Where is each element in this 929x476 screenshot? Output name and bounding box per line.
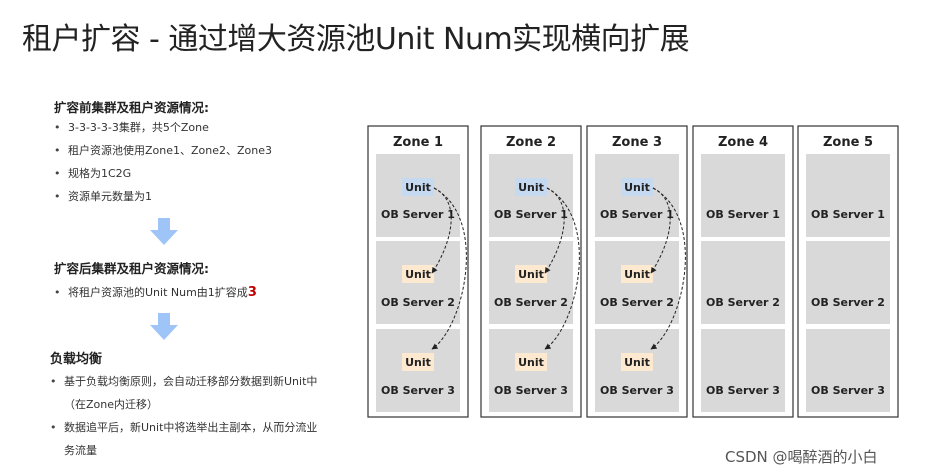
ob-server-box: [701, 241, 785, 324]
after-bullet-text: 将租户资源池的Unit Num由1扩容成: [68, 286, 248, 299]
new-unit-box: [402, 353, 434, 371]
original-unit-box: [515, 178, 547, 196]
unit-label: Unit: [624, 356, 650, 369]
before-bullet-1: 3-3-3-3-3集群，共5个Zone: [54, 116, 272, 139]
new-unit-box: [515, 353, 547, 371]
migration-arrow: [544, 187, 565, 274]
unit-label: Unit: [405, 356, 431, 369]
zone-title: Zone 3: [612, 135, 662, 150]
zone-5: Zone 5 OB Server 1 OB Server 2 OB Server 3: [797, 125, 899, 418]
watermark: CSDN @喝醉酒的小白: [725, 448, 878, 466]
after-bullets: 将租户资源池的Unit Num由1扩容成3: [54, 281, 257, 304]
page-title: 租户扩容 - 通过增大资源池Unit Num实现横向扩展: [22, 22, 690, 57]
ob-server-label: OB Server 2: [494, 296, 568, 309]
after-heading: 扩容后集群及租户资源情况:: [54, 261, 209, 276]
balance-bullet-1: 基于负载均衡原则，会自动迁移部分数据到新Unit中（在Zone内迁移）: [50, 370, 326, 416]
before-bullet-2: 租户资源池使用Zone1、Zone2、Zone3: [54, 139, 272, 162]
down-arrow-icon: [150, 313, 178, 340]
migration-arrow: [650, 187, 686, 350]
unit-label: Unit: [518, 356, 544, 369]
zone-title: Zone 1: [393, 135, 443, 150]
ob-server-label: OB Server 3: [706, 384, 780, 397]
migration-arrow: [431, 187, 467, 350]
new-unit-box: [621, 265, 653, 283]
ob-server-label: OB Server 2: [706, 296, 780, 309]
ob-server-box: [806, 329, 890, 412]
ob-server-label: OB Server 2: [811, 296, 885, 309]
ob-server-label: OB Server 1: [494, 208, 568, 221]
unit-label: Unit: [518, 181, 544, 194]
unit-label: Unit: [624, 181, 650, 194]
zone-4: Zone 4 OB Server 1 OB Server 2 OB Server 3: [692, 125, 794, 418]
ob-server-label: OB Server 2: [600, 296, 674, 309]
balance-bullets: 基于负载均衡原则，会自动迁移部分数据到新Unit中（在Zone内迁移） 数据追平…: [50, 370, 326, 462]
zone-title: Zone 5: [823, 135, 873, 150]
ob-server-label: OB Server 1: [381, 208, 455, 221]
ob-server-box: [806, 154, 890, 237]
balance-bullet-2: 数据追平后，新Unit中将选举出主副本，从而分流业务流量: [50, 416, 326, 462]
before-heading: 扩容前集群及租户资源情况:: [54, 100, 209, 115]
ob-server-label: OB Server 2: [381, 296, 455, 309]
ob-server-box: [701, 329, 785, 412]
before-bullet-4: 资源单元数量为1: [54, 185, 272, 208]
ob-server-label: OB Server 3: [811, 384, 885, 397]
new-unit-box: [621, 353, 653, 371]
ob-server-label: OB Server 1: [811, 208, 885, 221]
ob-server-label: OB Server 1: [600, 208, 674, 221]
before-bullets: 3-3-3-3-3集群，共5个Zone 租户资源池使用Zone1、Zone2、Z…: [54, 116, 272, 208]
ob-server-label: OB Server 3: [381, 384, 455, 397]
new-unit-box: [402, 265, 434, 283]
zone-title: Zone 4: [718, 135, 768, 150]
new-unit-box: [515, 265, 547, 283]
unit-num-highlight: 3: [247, 285, 257, 300]
migration-arrow: [650, 187, 671, 274]
zone-1: Zone 1 OB Server 1 Unit OB Server 2 Unit OB S…: [367, 125, 469, 418]
ob-server-label: OB Server 3: [494, 384, 568, 397]
zone-3: Zone 3 OB Server 1 Unit OB Server 2 Unit OB S…: [586, 125, 688, 418]
migration-arrow: [544, 187, 580, 350]
migration-arrow: [431, 187, 452, 274]
original-unit-box: [402, 178, 434, 196]
ob-server-box: [701, 154, 785, 237]
down-arrow-icon: [150, 218, 178, 245]
original-unit-box: [621, 178, 653, 196]
ob-server-box: [806, 241, 890, 324]
zone-2: Zone 2 OB Server 1 Unit OB Server 2 Unit OB S…: [480, 125, 582, 418]
unit-label: Unit: [405, 268, 431, 281]
after-bullet-1: 将租户资源池的Unit Num由1扩容成3: [54, 281, 257, 304]
unit-label: Unit: [624, 268, 650, 281]
zone-title: Zone 2: [506, 135, 556, 150]
ob-server-label: OB Server 1: [706, 208, 780, 221]
balance-heading: 负载均衡: [50, 352, 103, 367]
ob-server-label: OB Server 3: [600, 384, 674, 397]
before-bullet-3: 规格为1C2G: [54, 162, 272, 185]
unit-label: Unit: [518, 268, 544, 281]
unit-label: Unit: [405, 181, 431, 194]
